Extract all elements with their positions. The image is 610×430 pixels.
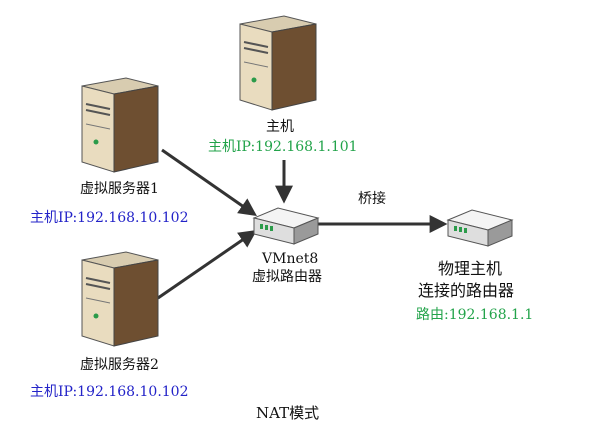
vmnet8-router-icon — [252, 204, 320, 246]
physical-router-ip: 路由:192.168.1.1 — [416, 307, 534, 323]
bridge-label: 桥接 — [358, 191, 386, 207]
virtual-router-label: 虚拟路由器 — [252, 269, 322, 285]
vm2-ip: 主机IP:192.168.10.102 — [30, 384, 189, 400]
host-ip: 主机IP:192.168.1.101 — [208, 139, 358, 155]
vm1-server-icon — [74, 74, 166, 174]
host-server-icon — [232, 12, 324, 112]
physical-router-icon — [446, 206, 514, 248]
physical-router-label-line1: 物理主机 — [438, 259, 503, 278]
vm2-name: 虚拟服务器2 — [80, 357, 159, 373]
vm1-ip: 主机IP:192.168.10.102 — [30, 210, 189, 226]
vm2-server-icon — [74, 248, 166, 348]
vmnet8-label: VMnet8 — [262, 251, 319, 267]
physical-router-label-line2: 连接的路由器 — [418, 281, 515, 300]
diagram-title: NAT模式 — [256, 404, 320, 422]
vm1-name: 虚拟服务器1 — [80, 181, 159, 197]
arrow-vm2-to-vmnet8 — [157, 229, 257, 300]
arrow-vm1-to-vmnet8 — [161, 148, 257, 217]
host-name: 主机 — [266, 119, 294, 135]
